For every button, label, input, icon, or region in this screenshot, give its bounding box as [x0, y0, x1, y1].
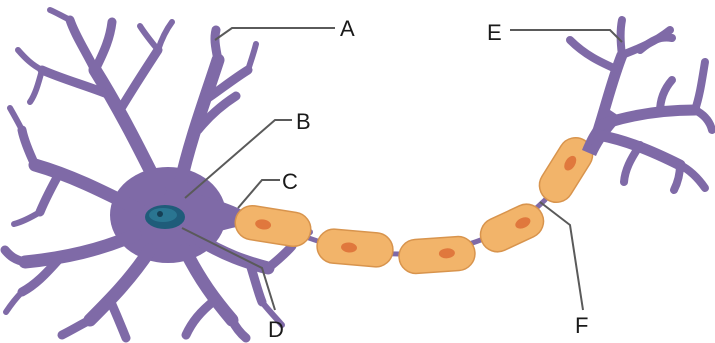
leader-line-f	[540, 202, 583, 310]
label-d: D	[268, 317, 284, 342]
label-e: E	[487, 20, 502, 45]
axon-terminals	[570, 20, 712, 190]
leader-line-c	[238, 180, 280, 208]
myelin-segment	[316, 228, 395, 268]
label-c: C	[282, 169, 298, 194]
myelin-segment	[233, 203, 313, 248]
cell-body-dendrites	[5, 10, 310, 338]
myelin-segment	[398, 235, 476, 274]
leader-line-e	[510, 30, 622, 42]
label-b: B	[296, 109, 311, 134]
label-a: A	[340, 16, 355, 41]
label-f: F	[575, 313, 588, 338]
leader-line-a	[215, 28, 335, 40]
nucleus	[145, 205, 185, 229]
